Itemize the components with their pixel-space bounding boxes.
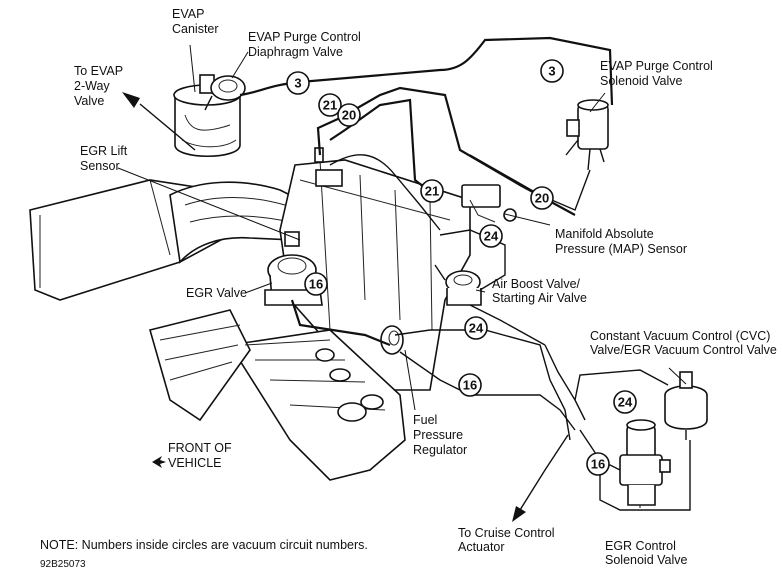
circuit-number-16a: 16	[304, 272, 328, 296]
valve-cover	[149, 309, 406, 481]
svg-text:24: 24	[618, 395, 633, 410]
label-egr-valve: EGR Valve	[186, 286, 247, 300]
svg-text:16: 16	[591, 457, 605, 472]
svg-text:24: 24	[469, 321, 484, 336]
circuit-number-21a: 21	[318, 93, 342, 117]
label-evap-canister: EVAP Canister	[172, 7, 219, 36]
circuit-number-16b: 16	[458, 373, 482, 397]
map-sensor	[461, 184, 517, 223]
label-cvc-valve: Constant Vacuum Control (CVC) Valve/EGR …	[590, 329, 777, 357]
circuit-number-24c: 24	[613, 390, 637, 414]
circuit-number-20a: 20	[337, 103, 361, 127]
circuit-number-21b: 21	[420, 179, 444, 203]
egr-valve	[264, 231, 323, 306]
svg-text:16: 16	[309, 277, 323, 292]
label-evap-purge-diaphragm: EVAP Purge Control Diaphragm Valve	[248, 30, 364, 59]
label-egr-control-solenoid: EGR Control Solenoid Valve	[605, 539, 688, 567]
air-intake-duct	[29, 179, 301, 301]
front-direction-arrow-icon	[152, 456, 166, 468]
circuit-number-24b: 24	[464, 316, 488, 340]
circuit-number-20b: 20	[530, 186, 554, 210]
label-front-of-vehicle: FRONT OF VEHICLE	[168, 441, 235, 470]
fuel-pressure-regulator	[380, 325, 404, 355]
evap-purge-diaphragm-valve	[204, 75, 246, 111]
cvc-valve	[664, 371, 708, 440]
label-to-evap-2way: To EVAP 2-Way Valve	[74, 64, 126, 108]
svg-text:3: 3	[294, 76, 301, 91]
air-boost-valve	[445, 270, 482, 306]
label-evap-purge-solenoid: EVAP Purge Control Solenoid Valve	[600, 59, 716, 88]
label-air-boost-valve: Air Boost Valve/ Starting Air Valve	[492, 277, 587, 305]
egr-control-solenoid-valve	[619, 419, 671, 506]
label-fuel-pressure-regulator: Fuel Pressure Regulator	[413, 413, 467, 457]
svg-text:20: 20	[535, 191, 549, 206]
circuit-number-16c: 16	[586, 452, 610, 476]
note-text: NOTE: Numbers inside circles are vacuum …	[40, 538, 368, 552]
circuit-number-3a: 3	[286, 71, 310, 95]
svg-text:20: 20	[342, 108, 356, 123]
svg-text:16: 16	[463, 378, 477, 393]
label-map-sensor: Manifold Absolute Pressure (MAP) Sensor	[555, 227, 687, 256]
leader-lines	[117, 44, 687, 508]
circuit-number-24a: 24	[479, 224, 503, 248]
svg-text:21: 21	[323, 98, 337, 113]
svg-text:21: 21	[425, 184, 439, 199]
circuit-number-3b: 3	[540, 59, 564, 83]
svg-text:3: 3	[548, 64, 555, 79]
svg-text:24: 24	[484, 229, 499, 244]
evap-purge-solenoid-valve	[565, 99, 609, 171]
vacuum-hoses	[122, 36, 691, 522]
figure-code: 92B25073	[40, 559, 86, 570]
label-to-cruise-control: To Cruise Control Actuator	[458, 526, 558, 554]
label-egr-lift-sensor: EGR Lift Sensor	[80, 144, 131, 173]
